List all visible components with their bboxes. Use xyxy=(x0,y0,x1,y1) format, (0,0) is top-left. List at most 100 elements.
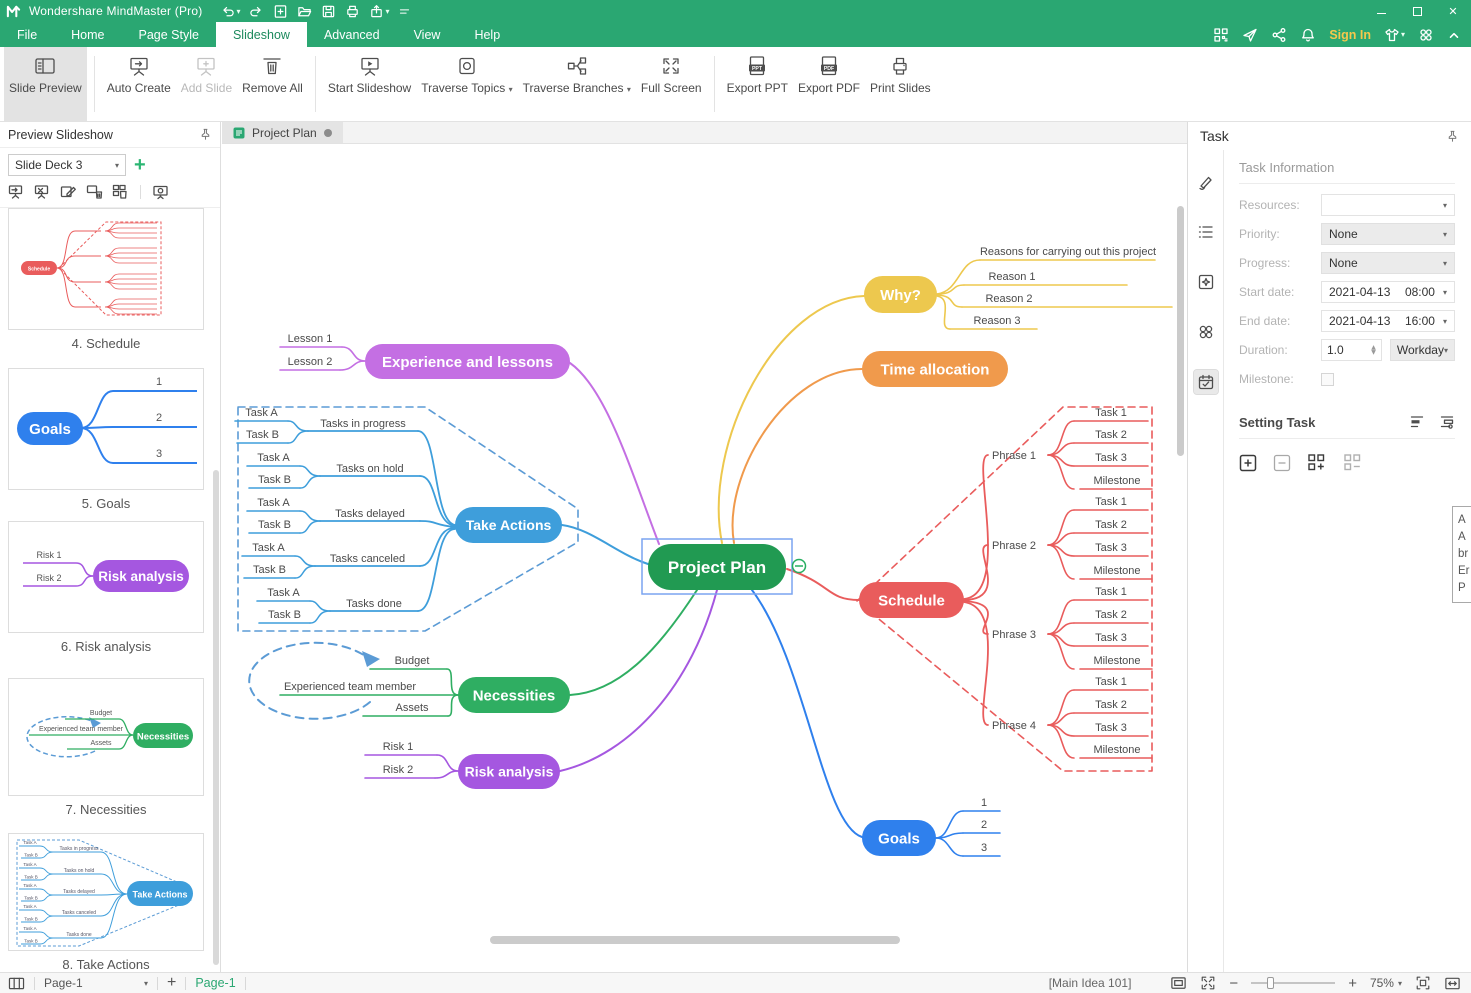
tab-relationship[interactable] xyxy=(1194,320,1218,344)
mindmap-node-why[interactable] xyxy=(864,276,937,313)
menu-home[interactable]: Home xyxy=(71,27,105,42)
minimize-button[interactable] xyxy=(1363,0,1399,22)
add-task-icon[interactable] xyxy=(1239,454,1257,472)
mindmap-topic-label[interactable]: Tasks delayed xyxy=(335,508,405,520)
traverse-topics-button[interactable]: Traverse Topics ▾ xyxy=(416,47,517,121)
duration-spinner[interactable]: ▲▼ xyxy=(1371,344,1376,356)
mindmap-topic-label[interactable]: Phrase 1 xyxy=(992,450,1036,462)
duration-unit-select[interactable]: Workday▾ xyxy=(1389,339,1455,361)
zoom-level[interactable]: 75%▾ xyxy=(1369,976,1402,990)
mindmap-topic-label[interactable]: Task B xyxy=(258,474,291,486)
mindmap-node-take-actions-label[interactable]: Take Actions xyxy=(466,517,552,533)
new-slide-from-branch-icon[interactable] xyxy=(34,183,51,200)
mindmap-topic-label[interactable]: Experienced team member xyxy=(284,681,416,693)
zoom-in-button[interactable]: + xyxy=(1348,974,1357,992)
mindmap-topic-label[interactable]: Lesson 1 xyxy=(288,333,333,345)
mindmap-node-experience-label[interactable]: Experience and lessons xyxy=(382,354,553,371)
mindmap-topic-label[interactable]: Risk 1 xyxy=(383,741,414,753)
slide-thumbnail-schedule[interactable]: Schedule 4. Schedule xyxy=(8,208,204,351)
mindmap-node-root-label[interactable]: Project Plan xyxy=(668,558,766,577)
mindmap-topic-label[interactable]: Task 3 xyxy=(1095,542,1127,554)
mindmap-topic-label[interactable]: Task 1 xyxy=(1095,496,1127,508)
mindmap-topic-label[interactable]: Lesson 2 xyxy=(288,356,333,368)
resources-select[interactable]: ▾ xyxy=(1321,194,1455,216)
mindmap-topic-label[interactable]: Milestone xyxy=(1093,655,1140,667)
add-page-button[interactable]: + xyxy=(167,974,177,991)
slide-preview-button[interactable]: Slide Preview xyxy=(4,47,87,121)
tab-symbols[interactable] xyxy=(1194,270,1218,294)
export-pdf-button[interactable]: PDF Export PDF xyxy=(793,47,865,121)
mindmap-topic-label[interactable]: Task B xyxy=(268,609,301,621)
canvas-vertical-scrollbar[interactable] xyxy=(1177,206,1184,456)
pin-icon[interactable] xyxy=(199,128,212,141)
priority-select[interactable]: None▾ xyxy=(1321,223,1455,245)
unsaved-indicator-dot[interactable] xyxy=(323,128,332,137)
document-tab-project-plan[interactable]: Project Plan xyxy=(222,122,343,143)
pin-icon[interactable] xyxy=(1446,130,1459,143)
menu-advanced[interactable]: Advanced xyxy=(323,27,380,42)
gantt-align-left-icon[interactable] xyxy=(1409,414,1425,430)
zoom-slider[interactable] xyxy=(1251,977,1336,989)
mindmap-topic-label[interactable]: Reasons for carrying out this project xyxy=(980,246,1156,258)
mindmap-topic-label[interactable]: 1 xyxy=(981,797,987,809)
milestone-checkbox[interactable] xyxy=(1321,372,1334,386)
mindmap-topic-label[interactable]: Task 2 xyxy=(1095,429,1127,441)
mindmap-topic-label[interactable]: Task 1 xyxy=(1095,586,1127,598)
menu-view[interactable]: View xyxy=(413,27,441,42)
share-icon[interactable] xyxy=(1271,27,1287,43)
mindmap-node-schedule-label[interactable]: Schedule xyxy=(878,592,945,609)
mindmap-node-time-allocation-label[interactable]: Time allocation xyxy=(881,361,990,378)
theme-shirt-button[interactable]: ▾ xyxy=(1384,27,1405,43)
present-current-icon[interactable] xyxy=(152,183,169,200)
delete-all-slides-icon[interactable] xyxy=(112,183,129,200)
mindmap-topic-label[interactable]: 3 xyxy=(981,842,987,854)
community-icon[interactable] xyxy=(1418,27,1434,43)
mindmap-topic-label[interactable]: Phrase 2 xyxy=(992,540,1036,552)
remove-all-button[interactable]: Remove All xyxy=(237,47,308,121)
mindmap-node-goals-label[interactable]: Goals xyxy=(878,830,920,847)
print-slides-button[interactable]: Print Slides xyxy=(865,47,936,121)
mindmap-node-experience[interactable] xyxy=(365,344,570,379)
mindmap-topic-label[interactable]: Phrase 4 xyxy=(992,720,1036,732)
mindmap-node-risk-label[interactable]: Risk analysis xyxy=(465,764,554,780)
mindmap-topic-label[interactable]: Task A xyxy=(245,407,278,419)
mindmap-node-root[interactable] xyxy=(648,544,786,590)
qr-code-icon[interactable] xyxy=(1213,27,1229,43)
mindmap-topic-label[interactable]: 2 xyxy=(981,819,987,831)
mindmap-topic-label[interactable]: Task 3 xyxy=(1095,722,1127,734)
full-screen-toggle-icon[interactable] xyxy=(1200,975,1216,991)
tab-outline[interactable] xyxy=(1194,220,1218,244)
new-slide-from-topic-icon[interactable] xyxy=(8,183,25,200)
send-plane-icon[interactable] xyxy=(1242,27,1258,43)
mindmap-topic-label[interactable]: Task A xyxy=(252,542,285,554)
mindmap-topic-label[interactable]: Milestone xyxy=(1093,744,1140,756)
remove-task-icon[interactable] xyxy=(1273,454,1291,472)
mindmap-topic-label[interactable]: Task A xyxy=(267,587,300,599)
mindmap-topic-label[interactable]: Task A xyxy=(257,497,290,509)
customize-toolbar-icon[interactable] xyxy=(398,5,411,18)
canvas-area[interactable]: Project Plan Reasons for carrying out th… xyxy=(222,122,1187,972)
new-file-button[interactable] xyxy=(273,4,288,19)
mindmap-topic-label[interactable]: Task A xyxy=(257,452,290,464)
mindmap-topic-label[interactable]: Assets xyxy=(395,702,429,714)
mindmap-node-take-actions[interactable] xyxy=(455,507,562,543)
mindmap-topic-label[interactable]: Tasks on hold xyxy=(336,463,403,475)
redo-button[interactable] xyxy=(249,4,264,19)
mindmap[interactable]: Reasons for carrying out this projectRea… xyxy=(222,144,1187,972)
fit-width-icon[interactable] xyxy=(1444,975,1461,992)
mindmap-topic-label[interactable]: Milestone xyxy=(1093,475,1140,487)
slide-thumbnail-goals[interactable]: Goals 1 2 3 5. Goals xyxy=(8,368,204,511)
mindmap-topic-label[interactable]: Task 2 xyxy=(1095,519,1127,531)
mindmap-topic-label[interactable]: Milestone xyxy=(1093,565,1140,577)
tab-format-brush[interactable] xyxy=(1194,170,1218,194)
mindmap-topic-label[interactable]: Tasks in progress xyxy=(320,418,406,430)
undo-button[interactable]: ▾ xyxy=(220,4,240,19)
sign-in-button[interactable]: Sign In xyxy=(1329,27,1371,42)
page-tab[interactable]: Page-1 xyxy=(195,976,236,990)
mindmap-topic-label[interactable]: Task 2 xyxy=(1095,609,1127,621)
menu-help[interactable]: Help xyxy=(474,27,501,42)
add-slide-deck-button[interactable]: + xyxy=(134,154,146,176)
